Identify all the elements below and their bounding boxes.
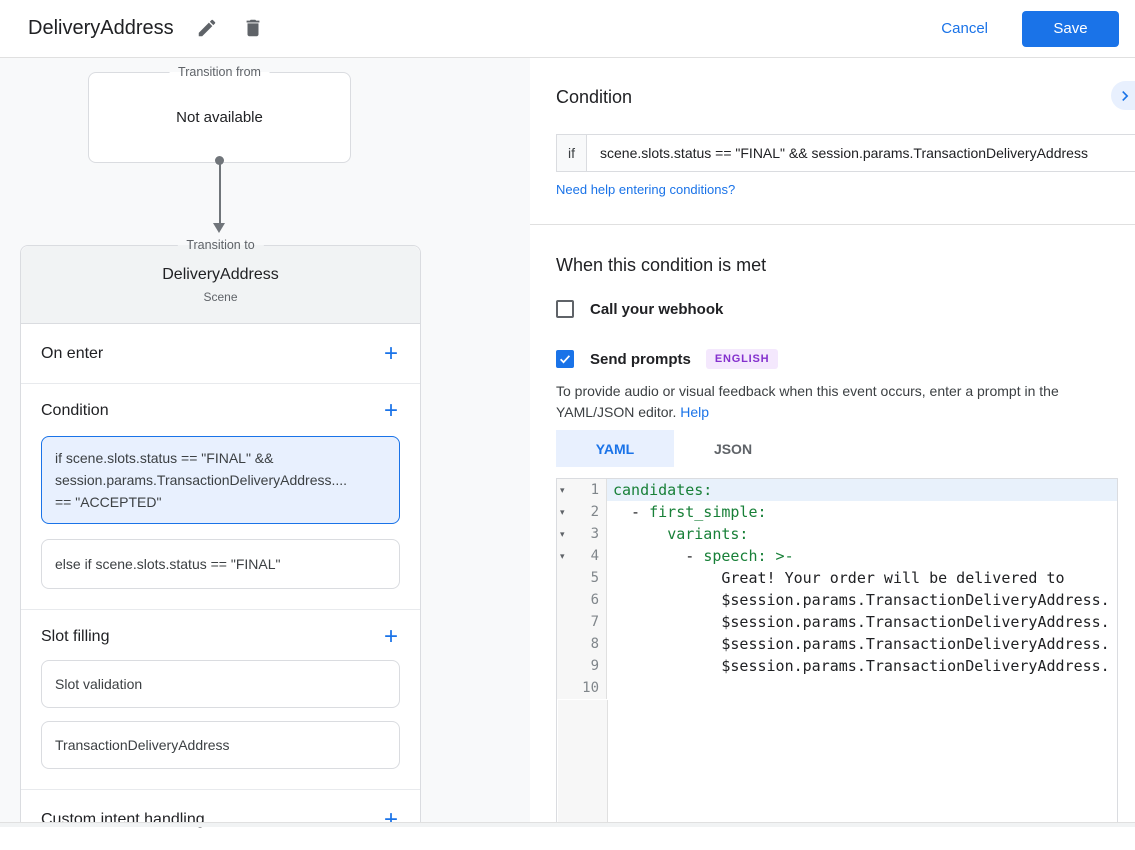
fold-arrow-icon[interactable]	[557, 545, 573, 567]
line-number: 2	[573, 501, 606, 523]
code-line[interactable]: 7 $session.params.TransactionDeliveryAdd…	[557, 611, 1117, 633]
condition-section: Condition + if scene.slots.status == "FI…	[21, 384, 420, 610]
edit-icon[interactable]	[196, 17, 220, 41]
checkmark-icon	[558, 352, 572, 366]
transition-arrow	[215, 156, 224, 236]
send-prompts-checkbox-row[interactable]: Send prompts ENGLISH	[556, 349, 778, 369]
send-prompts-checkbox[interactable]	[556, 350, 574, 368]
code-line[interactable]: 1 candidates:	[557, 479, 1117, 501]
delete-icon[interactable]	[242, 17, 266, 41]
scene-header[interactable]: DeliveryAddress Scene	[21, 246, 420, 324]
flow-diagram-panel: Transition from Not available Transition…	[0, 58, 530, 827]
if-prefix-label: if	[556, 134, 586, 172]
line-number: 7	[573, 611, 606, 633]
feedback-description-text: To provide audio or visual feedback when…	[556, 383, 1059, 420]
code-line[interactable]: 8 $session.params.TransactionDeliveryAdd…	[557, 633, 1117, 655]
page-title: DeliveryAddress	[28, 17, 174, 40]
scene-type: Scene	[203, 290, 237, 304]
help-link[interactable]: Help	[680, 404, 709, 420]
add-condition-icon[interactable]: +	[384, 401, 398, 421]
line-number: 8	[573, 633, 606, 655]
on-enter-label: On enter	[41, 345, 103, 363]
transition-from-box[interactable]: Transition from Not available	[88, 72, 351, 163]
condition-editor-panel: Condition if scene.slots.status == "FINA…	[530, 58, 1135, 827]
save-button[interactable]: Save	[1022, 11, 1119, 47]
line-number: 1	[573, 479, 606, 501]
condition-expression-field: if scene.slots.status == "FINAL" && sess…	[556, 134, 1135, 172]
line-number: 5	[573, 567, 606, 589]
condition-card[interactable]: else if scene.slots.status == "FINAL"	[41, 539, 400, 589]
fold-arrow-icon[interactable]	[557, 501, 573, 523]
panel-divider	[530, 224, 1135, 225]
condition-section-label: Condition	[41, 402, 109, 420]
scene-name: DeliveryAddress	[162, 266, 278, 284]
on-enter-row[interactable]: On enter +	[21, 324, 420, 384]
tab-json[interactable]: JSON	[674, 430, 792, 467]
line-number: 6	[573, 589, 606, 611]
code-line[interactable]: 3 variants:	[557, 523, 1117, 545]
line-number: 3	[573, 523, 606, 545]
tab-yaml[interactable]: YAML	[556, 430, 674, 467]
fold-arrow-icon[interactable]	[557, 523, 573, 545]
line-number: 4	[573, 545, 606, 567]
arrow-head-icon	[213, 223, 225, 233]
when-condition-title: When this condition is met	[556, 255, 766, 276]
webhook-label: Call your webhook	[590, 301, 723, 318]
webhook-checkbox[interactable]	[556, 300, 574, 318]
slot-card[interactable]: TransactionDeliveryAddress	[41, 721, 400, 769]
feedback-description: To provide audio or visual feedback when…	[556, 381, 1116, 423]
fold-arrow-icon[interactable]	[557, 479, 573, 501]
code-line[interactable]: 2 - first_simple:	[557, 501, 1117, 523]
call-webhook-checkbox-row[interactable]: Call your webhook	[556, 300, 723, 318]
code-line[interactable]: 5 Great! Your order will be delivered to	[557, 567, 1117, 589]
code-line[interactable]: 4 - speech: >-	[557, 545, 1117, 567]
code-line[interactable]: 10	[557, 677, 1117, 699]
arrow-line	[219, 164, 221, 224]
condition-card-selected[interactable]: if scene.slots.status == "FINAL" && sess…	[41, 436, 400, 524]
slot-filling-section: Slot filling + Slot validation Transacti…	[21, 610, 420, 790]
add-slot-icon[interactable]: +	[384, 627, 398, 647]
language-badge: ENGLISH	[706, 349, 779, 369]
add-custom-intent-icon[interactable]: +	[384, 810, 398, 830]
help-conditions-link[interactable]: Need help entering conditions?	[556, 182, 735, 197]
code-line[interactable]: 6 $session.params.TransactionDeliveryAdd…	[557, 589, 1117, 611]
condition-expression-input[interactable]: scene.slots.status == "FINAL" && session…	[586, 134, 1135, 172]
top-bar: DeliveryAddress Cancel Save	[0, 0, 1135, 58]
line-number: 10	[573, 677, 606, 699]
slot-filling-label: Slot filling	[41, 628, 109, 646]
editor-format-tabs: YAML JSON	[556, 430, 792, 467]
line-number: 9	[573, 655, 606, 677]
editor-gutter	[558, 700, 608, 827]
custom-intent-row[interactable]: Custom intent handling +	[21, 790, 420, 850]
transition-to-label: Transition to	[177, 238, 263, 252]
chevron-right-icon	[1115, 86, 1135, 106]
code-line[interactable]: 9 $session.params.TransactionDeliveryAdd…	[557, 655, 1117, 677]
horizontal-scrollbar[interactable]	[0, 822, 1135, 827]
add-on-enter-icon[interactable]: +	[384, 344, 398, 364]
collapse-panel-button[interactable]	[1111, 81, 1135, 110]
panel-title: Condition	[556, 87, 632, 108]
send-prompts-label: Send prompts	[590, 351, 691, 368]
transition-from-label: Transition from	[169, 65, 270, 79]
transition-to-card: Transition to DeliveryAddress Scene On e…	[20, 245, 421, 827]
cancel-button[interactable]: Cancel	[941, 20, 988, 37]
transition-from-content: Not available	[89, 73, 350, 162]
yaml-code-editor[interactable]: 1 candidates: 2 - first_simple: 3 varian…	[556, 478, 1118, 827]
slot-validation-card[interactable]: Slot validation	[41, 660, 400, 708]
